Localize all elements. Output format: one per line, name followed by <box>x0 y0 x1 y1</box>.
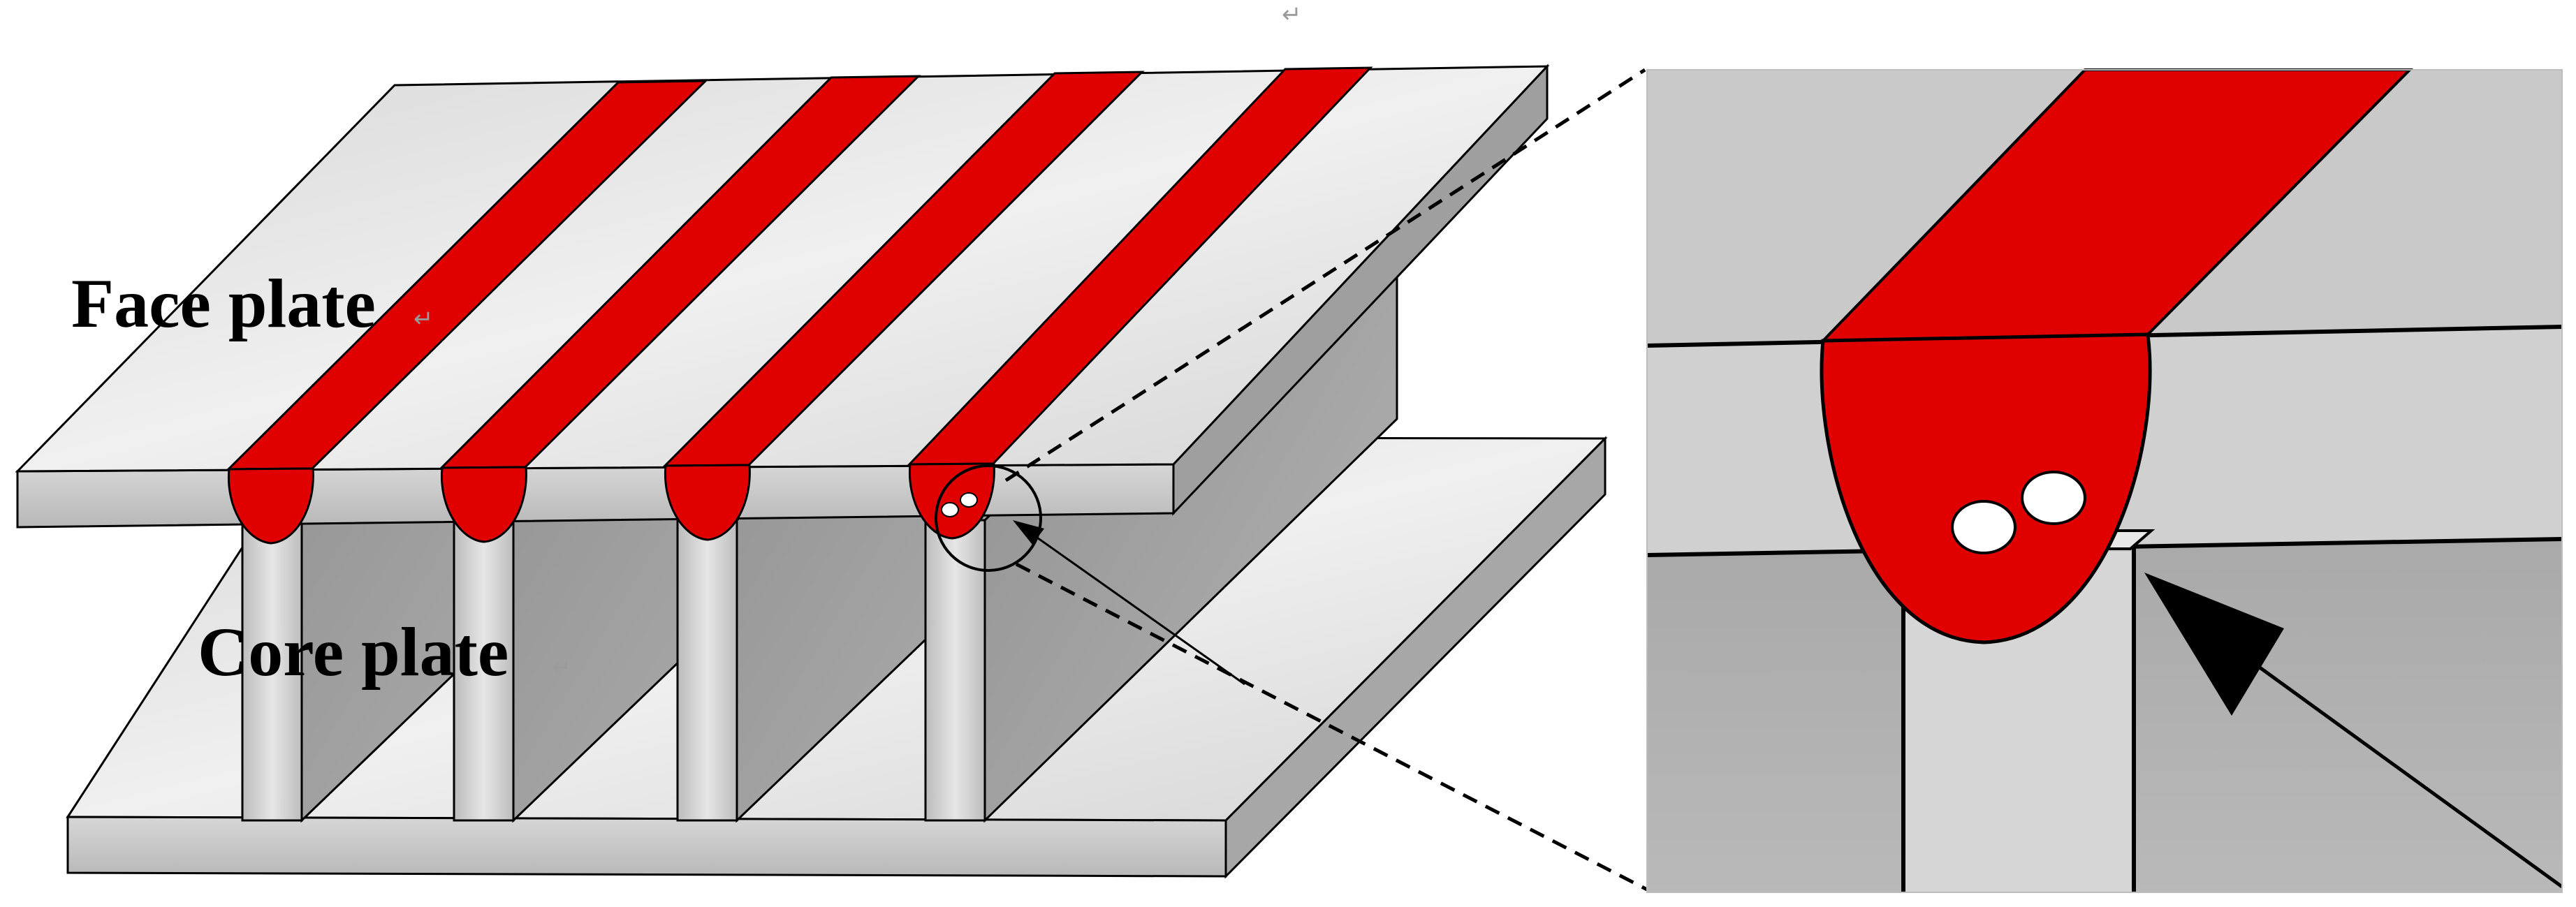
bottom-plate-side-face <box>1224 436 1607 879</box>
zoom-weld-pore-1 <box>1951 500 2017 554</box>
weld-bead-4-pore-2 <box>960 492 978 508</box>
core-webs <box>241 519 986 822</box>
zoom-shadow-wall-left <box>1647 552 1903 892</box>
zoom-weld-pore-2 <box>2021 471 2086 525</box>
weld-stripes <box>226 66 1373 471</box>
detail-circle <box>935 464 1042 572</box>
weld-bead-4-pore-1 <box>941 502 959 517</box>
weld-bead-4 <box>908 462 995 540</box>
return-mark-icon: ↵ <box>552 654 572 681</box>
zoom-arrow-shaft <box>2209 630 2563 889</box>
weld-beads <box>227 462 995 545</box>
zoom-line-lower <box>1015 562 1650 892</box>
core-web-4-front <box>924 519 986 822</box>
zoom-arrow <box>2144 573 2563 889</box>
return-mark-icon: ↵ <box>1282 1 1302 29</box>
core-web-1-front <box>241 519 303 822</box>
face-plate-label: Face plate <box>71 265 376 342</box>
zoom-connector-lines <box>1004 68 1650 892</box>
core-plate-label: Core plate <box>198 613 508 691</box>
bottom-plate-front-face <box>66 816 1227 878</box>
weld-bead-1 <box>227 467 314 545</box>
core-web-2-front <box>453 519 515 822</box>
return-mark-icon: ↵ <box>414 305 434 333</box>
small-arrow <box>1013 520 1245 686</box>
core-web-3-front <box>676 519 738 822</box>
zoom-line-upper <box>1004 68 1646 482</box>
small-arrow-head <box>1013 520 1044 545</box>
zoom-inset <box>1646 68 2563 893</box>
zoom-weld-bead <box>1820 332 2152 644</box>
zoom-frame <box>1646 69 2563 893</box>
zoom-arrow-head <box>2144 573 2284 716</box>
weld-bead-2 <box>440 466 527 543</box>
small-arrow-shaft <box>1030 531 1245 686</box>
weld-bead-3 <box>664 464 751 541</box>
